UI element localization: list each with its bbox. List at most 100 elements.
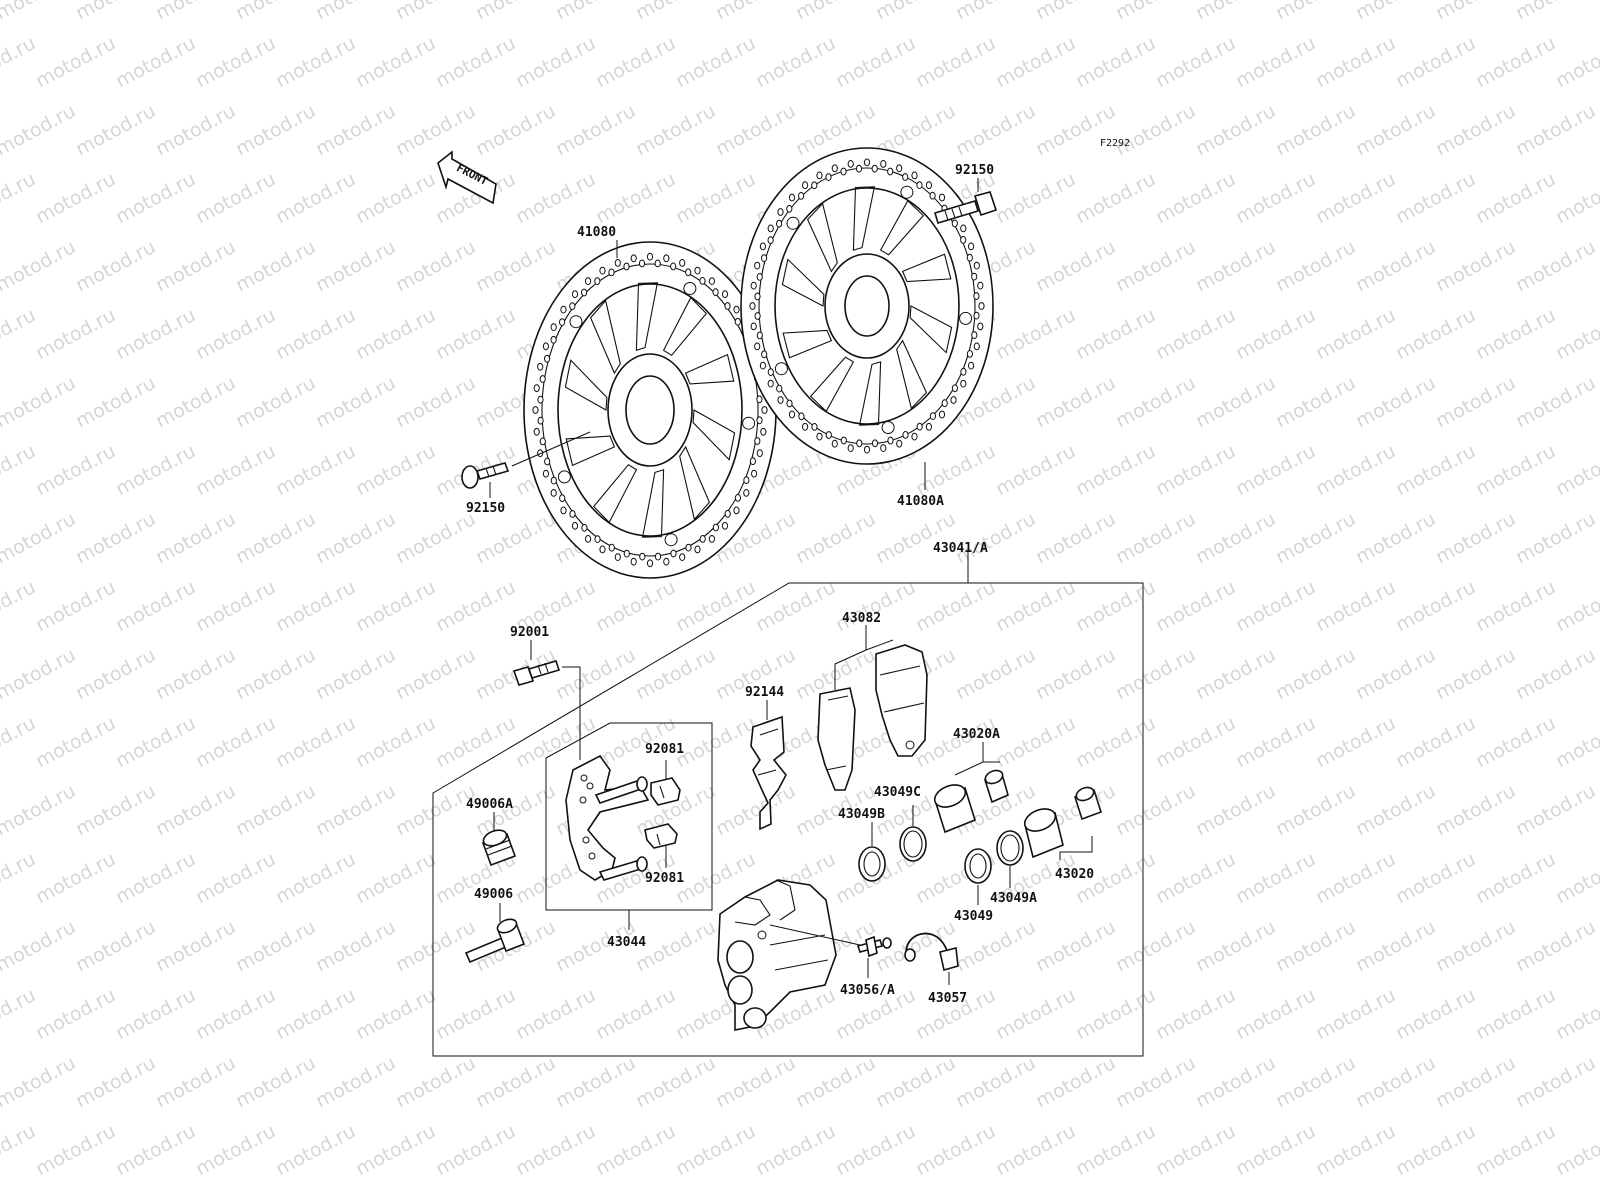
drill-hole [759, 361, 767, 370]
watermark-text: motod.ru [992, 576, 1079, 636]
drill-hole [951, 219, 958, 228]
disc-spoke [909, 305, 953, 354]
watermark-text: motod.ru [192, 32, 279, 92]
watermark-text: motod.ru [0, 32, 39, 92]
drill-hole [721, 290, 729, 299]
drill-hole [960, 379, 967, 388]
drill-hole [569, 510, 576, 518]
watermark-text: motod.ru [392, 508, 479, 568]
pin-boot-92081-top [650, 777, 681, 806]
watermark-text: motod.ru [0, 0, 79, 24]
drill-hole [840, 167, 847, 176]
watermark-text: motod.ru [472, 0, 559, 24]
watermark-text: motod.ru [512, 984, 599, 1044]
watermark-text: motod.ru [872, 1052, 959, 1112]
seal-43049 [964, 848, 992, 884]
watermark-text: motod.ru [32, 848, 119, 908]
callout-49006: 49006 [474, 887, 513, 902]
watermark-text: motod.ru [32, 32, 119, 92]
drill-hole [760, 427, 767, 436]
watermark-text: motod.ru [1152, 304, 1239, 364]
watermark-text: motod.ru [1512, 644, 1599, 704]
drill-hole [733, 506, 740, 515]
watermark-text: motod.ru [392, 236, 479, 296]
drill-hole [960, 224, 967, 233]
watermark-text: motod.ru [232, 644, 319, 704]
drill-hole [734, 494, 742, 502]
watermark-text: motod.ru [0, 712, 39, 772]
watermark-text: motod.ru [1232, 576, 1319, 636]
watermark-text: motod.ru [1392, 168, 1479, 228]
drill-hole [896, 439, 903, 448]
watermark-text: motod.ru [592, 984, 679, 1044]
drill-hole [973, 261, 980, 270]
callout-92144: 92144 [745, 685, 784, 700]
drill-hole [699, 535, 706, 543]
watermark-text: motod.ru [1232, 304, 1319, 364]
drill-hole [532, 406, 539, 414]
watermark-text: motod.ru [1352, 0, 1439, 24]
drill-hole [544, 457, 551, 466]
watermark-text: motod.ru [1072, 576, 1159, 636]
watermark-text: motod.ru [1072, 440, 1159, 500]
drill-hole [902, 431, 909, 439]
watermark-text: motod.ru [1472, 32, 1559, 92]
disc-spoke [879, 199, 925, 256]
drill-hole [831, 439, 838, 448]
watermark-text: motod.ru [192, 712, 279, 772]
watermark-text: motod.ru [1312, 1120, 1399, 1180]
watermark-text: motod.ru [232, 916, 319, 976]
drill-hole [614, 553, 621, 561]
drill-hole [571, 290, 579, 299]
callout-41080a: 41080A [897, 494, 944, 509]
watermark-text: motod.ru [1152, 440, 1239, 500]
watermark-text: motod.ru [1432, 644, 1519, 704]
drill-hole [733, 305, 740, 314]
drill-hole [767, 379, 774, 388]
watermark-text: motod.ru [1152, 848, 1239, 908]
watermark-text: motod.ru [1512, 508, 1599, 568]
drill-hole [539, 375, 546, 383]
drill-hole [798, 192, 805, 200]
watermark-text: motod.ru [592, 168, 679, 228]
drill-hole [902, 173, 909, 181]
watermark-text: motod.ru [272, 32, 359, 92]
watermark-text: motod.ru [0, 1052, 79, 1112]
watermark-text: motod.ru [352, 440, 439, 500]
disc-spoke [852, 186, 876, 251]
watermark-text: motod.ru [1472, 576, 1559, 636]
watermark-text: motod.ru [1232, 984, 1319, 1044]
drill-hole [925, 422, 933, 431]
drill-hole [537, 395, 544, 404]
watermark-text: motod.ru [112, 984, 199, 1044]
bolt-92150-bottom [461, 462, 510, 489]
watermark-text: motod.ru [152, 780, 239, 840]
drill-hole [880, 444, 887, 453]
watermark-text: motod.ru [0, 576, 39, 636]
drill-hole [594, 535, 601, 543]
disc-spoke [565, 435, 616, 467]
watermark-text: motod.ru [32, 168, 119, 228]
drill-hole [712, 288, 719, 297]
watermark-text: motod.ru [1472, 984, 1559, 1044]
drill-hole [749, 302, 756, 310]
disc-spoke [641, 468, 665, 538]
watermark-text: motod.ru [512, 32, 599, 92]
drill-hole [788, 410, 796, 419]
callout-43057: 43057 [928, 991, 967, 1006]
bleeder-cap-43057 [904, 932, 959, 972]
drill-hole [788, 193, 796, 202]
watermark-text: motod.ru [1312, 712, 1399, 772]
watermark-text: motod.ru [0, 440, 39, 500]
watermark-text: motod.ru [1352, 372, 1439, 432]
watermark-text: motod.ru [312, 644, 399, 704]
drill-hole [786, 399, 793, 408]
drill-hole [533, 427, 540, 436]
drill-hole [724, 509, 731, 518]
pad-spring-92144 [750, 715, 787, 831]
watermark-text: motod.ru [1312, 168, 1399, 228]
watermark-text: motod.ru [1032, 372, 1119, 432]
watermark-text: motod.ru [392, 916, 479, 976]
watermark-text: motod.ru [1312, 984, 1399, 1044]
pin-49006 [464, 918, 526, 964]
